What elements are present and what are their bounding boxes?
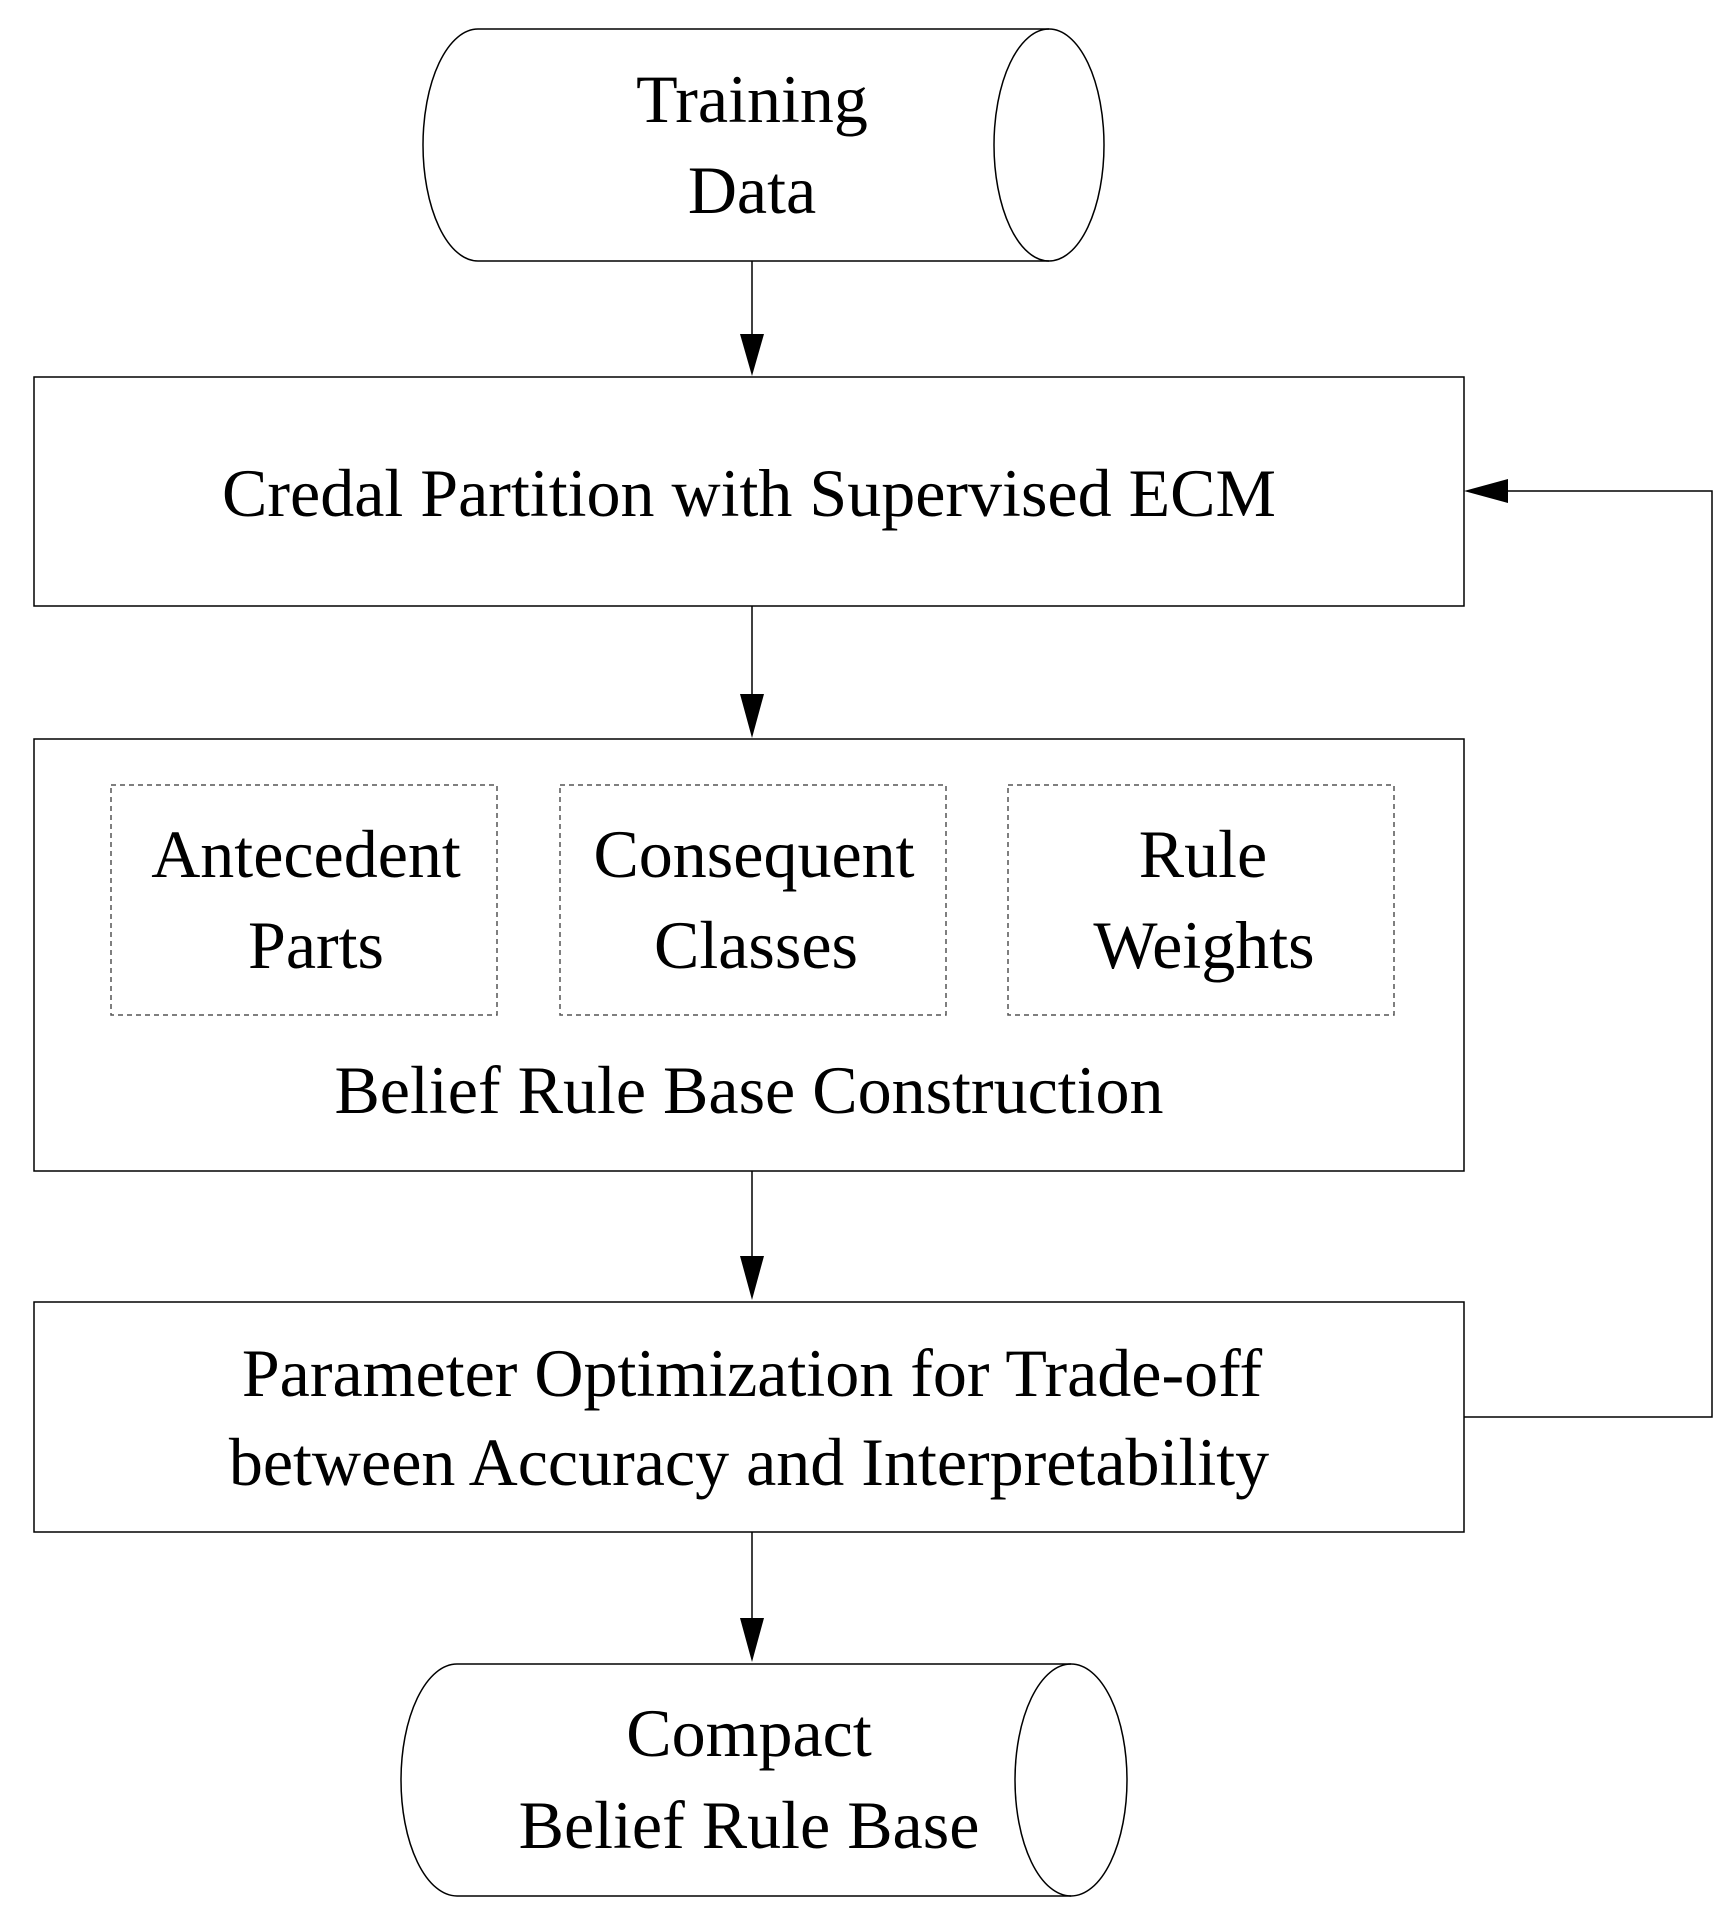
credal-partition-node: Credal Partition with Supervised ECM <box>33 376 1465 607</box>
arrow-brb-to-optimization <box>740 1171 764 1300</box>
antecedent-parts-subbox: Antecedent Parts <box>110 784 498 1016</box>
compact-brb-end-curve <box>1014 1663 1072 1897</box>
consequent-label-line2: Classes <box>654 907 858 983</box>
antecedent-label-line1: Antecedent <box>151 816 461 892</box>
feedback-arrow <box>1464 479 1713 1418</box>
training-data-end-curve <box>993 28 1050 262</box>
brb-construction-node: Antecedent Parts Consequent Classes Rule… <box>33 738 1465 1172</box>
compact-brb-label-line1: Compact <box>626 1695 872 1771</box>
brb-construction-box <box>33 738 1465 1172</box>
antecedent-label-line2: Parts <box>248 907 384 983</box>
compact-brb-label-line2: Belief Rule Base <box>519 1787 980 1863</box>
training-data-label-line2: Data <box>688 152 816 228</box>
training-data-label-line1: Training <box>636 61 868 137</box>
rule-weights-subbox: Rule Weights <box>1007 784 1395 1016</box>
arrow-optimization-to-compact <box>740 1532 764 1662</box>
rule-weights-label-line1: Rule <box>1139 816 1267 892</box>
parameter-optimization-line1: Parameter Optimization for Trade-off <box>242 1335 1263 1411</box>
compact-brb-node: Compact Belief Rule Base <box>400 1663 1128 1897</box>
rule-weights-label-line2: Weights <box>1093 907 1314 983</box>
consequent-label-line1: Consequent <box>593 816 914 892</box>
arrow-training-to-credal <box>740 261 764 376</box>
brb-construction-title: Belief Rule Base Construction <box>334 1052 1163 1128</box>
parameter-optimization-line2: between Accuracy and Interpretability <box>229 1424 1269 1500</box>
arrow-credal-to-brb <box>740 606 764 738</box>
credal-partition-box <box>33 376 1465 607</box>
consequent-classes-subbox: Consequent Classes <box>559 784 947 1016</box>
parameter-optimization-node: Parameter Optimization for Trade-off bet… <box>33 1301 1465 1533</box>
training-data-node: Training Data <box>422 28 1105 262</box>
credal-partition-label: Credal Partition with Supervised ECM <box>222 455 1276 531</box>
